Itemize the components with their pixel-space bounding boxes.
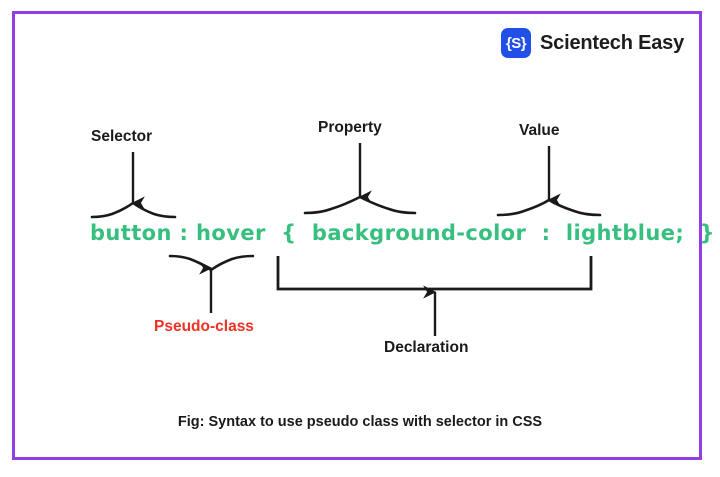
label-value: Value — [519, 122, 560, 139]
figure-border — [12, 11, 702, 460]
scientech-logo-icon: {S} — [501, 28, 532, 58]
css-code-line: button : hover { background-color : ligh… — [90, 221, 715, 245]
label-pseudo-class: Pseudo-class — [154, 318, 254, 335]
brand-name: Scientech Easy — [540, 31, 684, 54]
brand-logo: {S} Scientech Easy — [501, 28, 684, 58]
label-declaration: Declaration — [384, 339, 469, 356]
label-selector: Selector — [91, 128, 153, 145]
label-property: Property — [318, 119, 382, 136]
figure-caption: Fig: Syntax to use pseudo class with sel… — [177, 414, 543, 430]
